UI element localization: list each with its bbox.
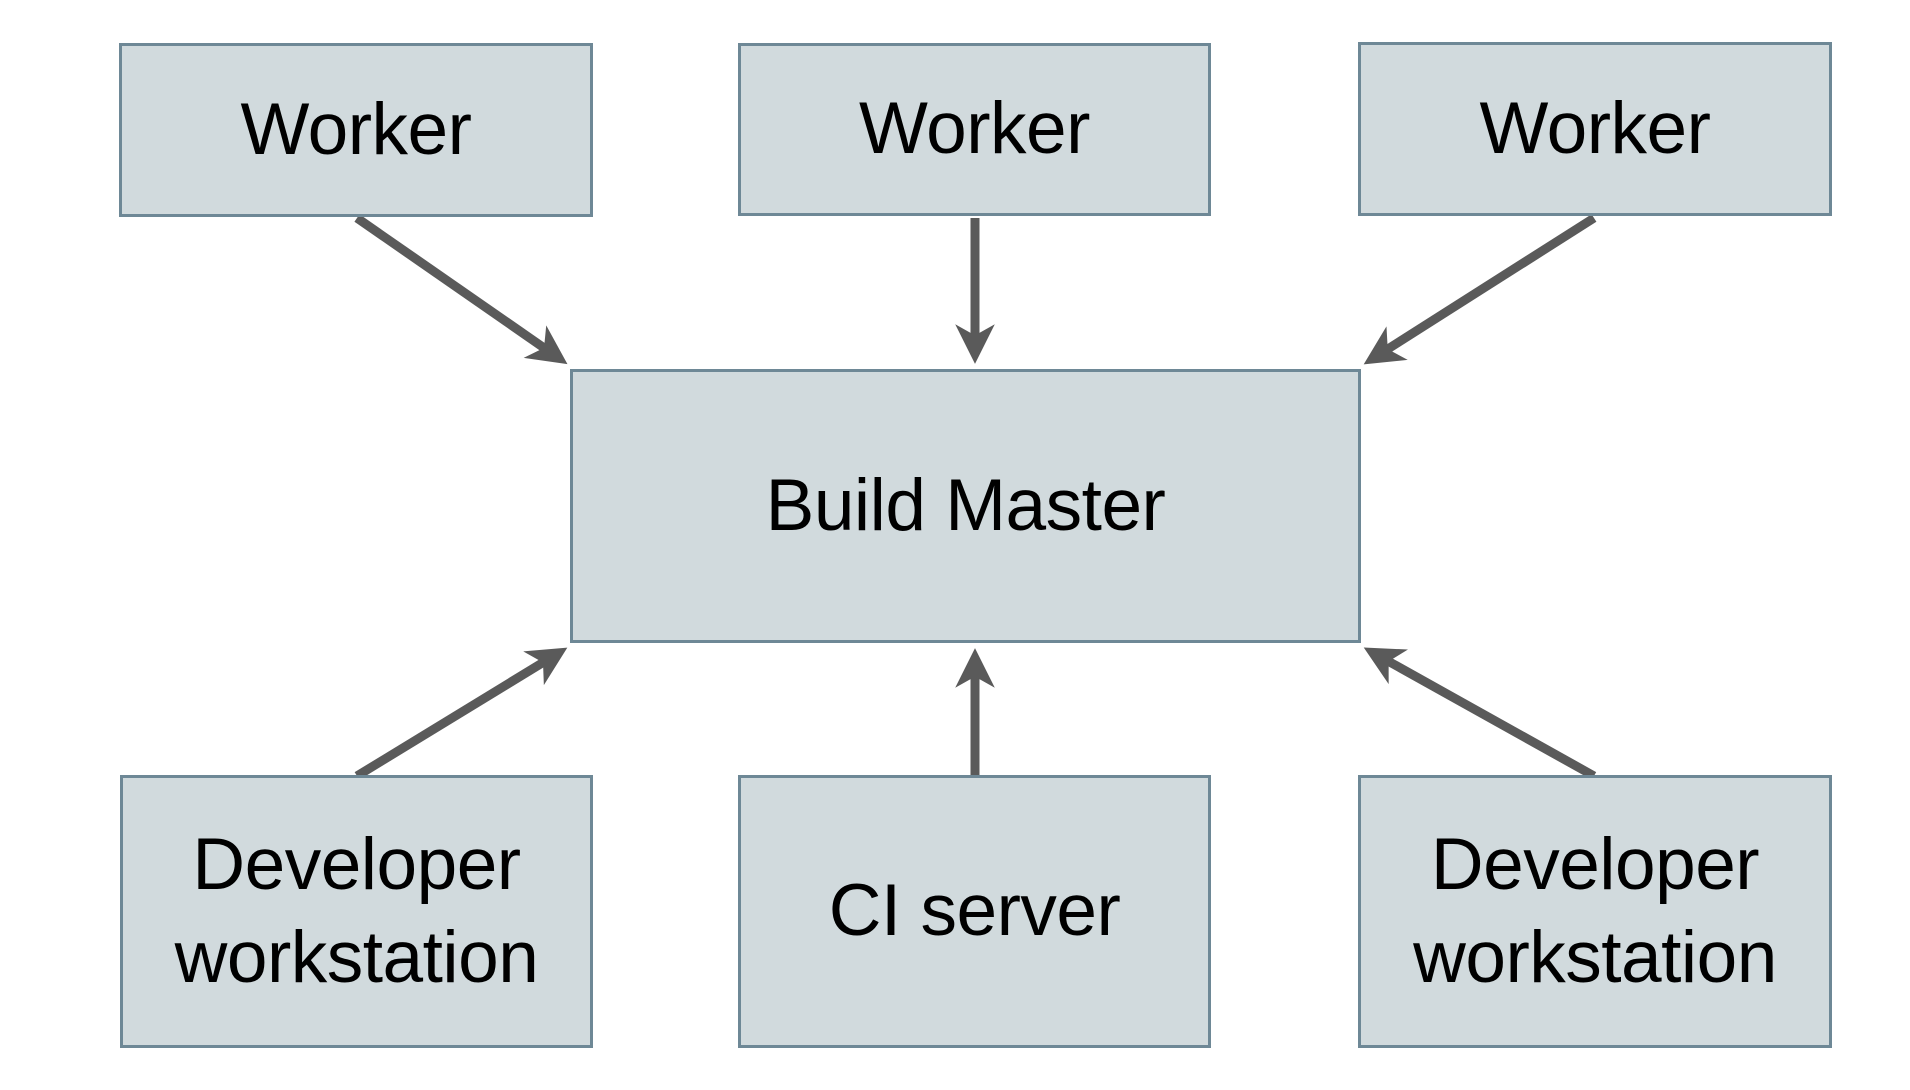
- node-build-master: Build Master: [570, 369, 1361, 643]
- node-developer-workstation-2: Developer workstation: [1358, 775, 1832, 1048]
- arrow-worker1-to-buildmaster: [354, 214, 568, 365]
- node-worker-2-label: Worker: [859, 88, 1090, 170]
- node-ci-server: CI server: [738, 775, 1211, 1048]
- node-developer-workstation-2-label: Developer workstation: [1413, 823, 1777, 998]
- node-build-master-label: Build Master: [765, 464, 1166, 546]
- arrow-devworkstation2-to-buildmaster: [1363, 647, 1597, 780]
- node-worker-1: Worker: [119, 43, 593, 217]
- node-worker-2: Worker: [738, 43, 1211, 216]
- node-developer-workstation-1: Developer workstation: [120, 775, 593, 1048]
- node-ci-server-label: CI server: [828, 870, 1121, 952]
- node-worker-3-label: Worker: [1479, 87, 1711, 169]
- node-worker-1-label: Worker: [240, 88, 472, 170]
- node-worker-3: Worker: [1358, 42, 1832, 216]
- arrow-devworkstation1-to-buildmaster: [354, 647, 568, 780]
- node-developer-workstation-1-label: Developer workstation: [174, 823, 539, 998]
- arrow-worker3-to-buildmaster: [1363, 214, 1597, 365]
